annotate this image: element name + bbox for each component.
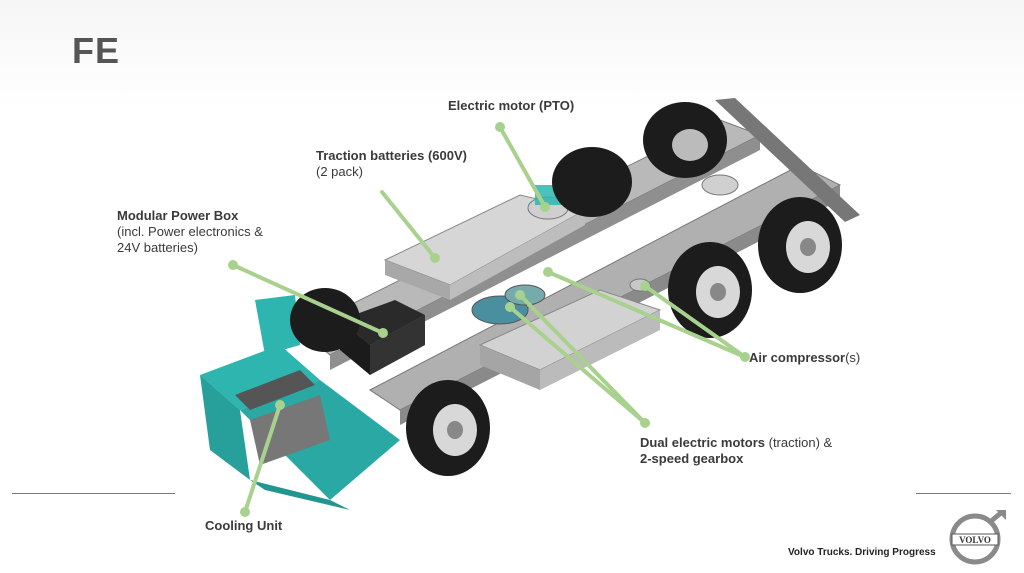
label-modular-power-box: Modular Power Box (incl. Power electroni… xyxy=(117,208,263,255)
leader-air-compressor-1 xyxy=(643,284,747,359)
volvo-logo: VOLVO xyxy=(946,508,1008,566)
leader-power-box xyxy=(231,263,385,335)
label-cooling-unit: Cooling Unit xyxy=(205,518,283,533)
leader-cooling-unit xyxy=(243,403,282,514)
leader-dots xyxy=(228,122,750,517)
wheel-rear-right-1 xyxy=(668,242,752,338)
traction-battery-pack-lower xyxy=(478,289,662,390)
wheel-front-right xyxy=(406,380,490,476)
label-dual-electric-motors: Dual electric motors (traction) & 2-spee… xyxy=(640,435,833,466)
leader-air-compressor-2 xyxy=(546,270,747,359)
rear-crossmember xyxy=(715,98,860,222)
leader-traction-batteries xyxy=(380,190,437,260)
label-traction-batteries: Traction batteries (600V) (2 pack) xyxy=(316,148,467,179)
label-air-compressor: Air compressor(s) xyxy=(749,350,861,365)
footer-rule-right xyxy=(916,493,1011,494)
footer-rule-left xyxy=(12,493,175,494)
label-electric-motor-pto: Electric motor (PTO) xyxy=(448,98,575,113)
wheel-rear-right-2 xyxy=(758,197,842,293)
leader-lines xyxy=(231,125,747,514)
footer-tagline: Volvo Trucks. Driving Progress xyxy=(788,547,936,558)
leader-electric-motor xyxy=(498,125,547,209)
leader-dual-motors-2 xyxy=(508,305,647,425)
slide-title: FE xyxy=(72,30,121,71)
wheel-rear-left-1 xyxy=(552,147,632,217)
svg-text:VOLVO: VOLVO xyxy=(959,535,991,545)
wheel-front-left xyxy=(290,288,360,352)
header-background xyxy=(0,0,1024,110)
wheel-rear-left-2 xyxy=(643,102,727,178)
leader-dual-motors-1 xyxy=(518,293,647,425)
